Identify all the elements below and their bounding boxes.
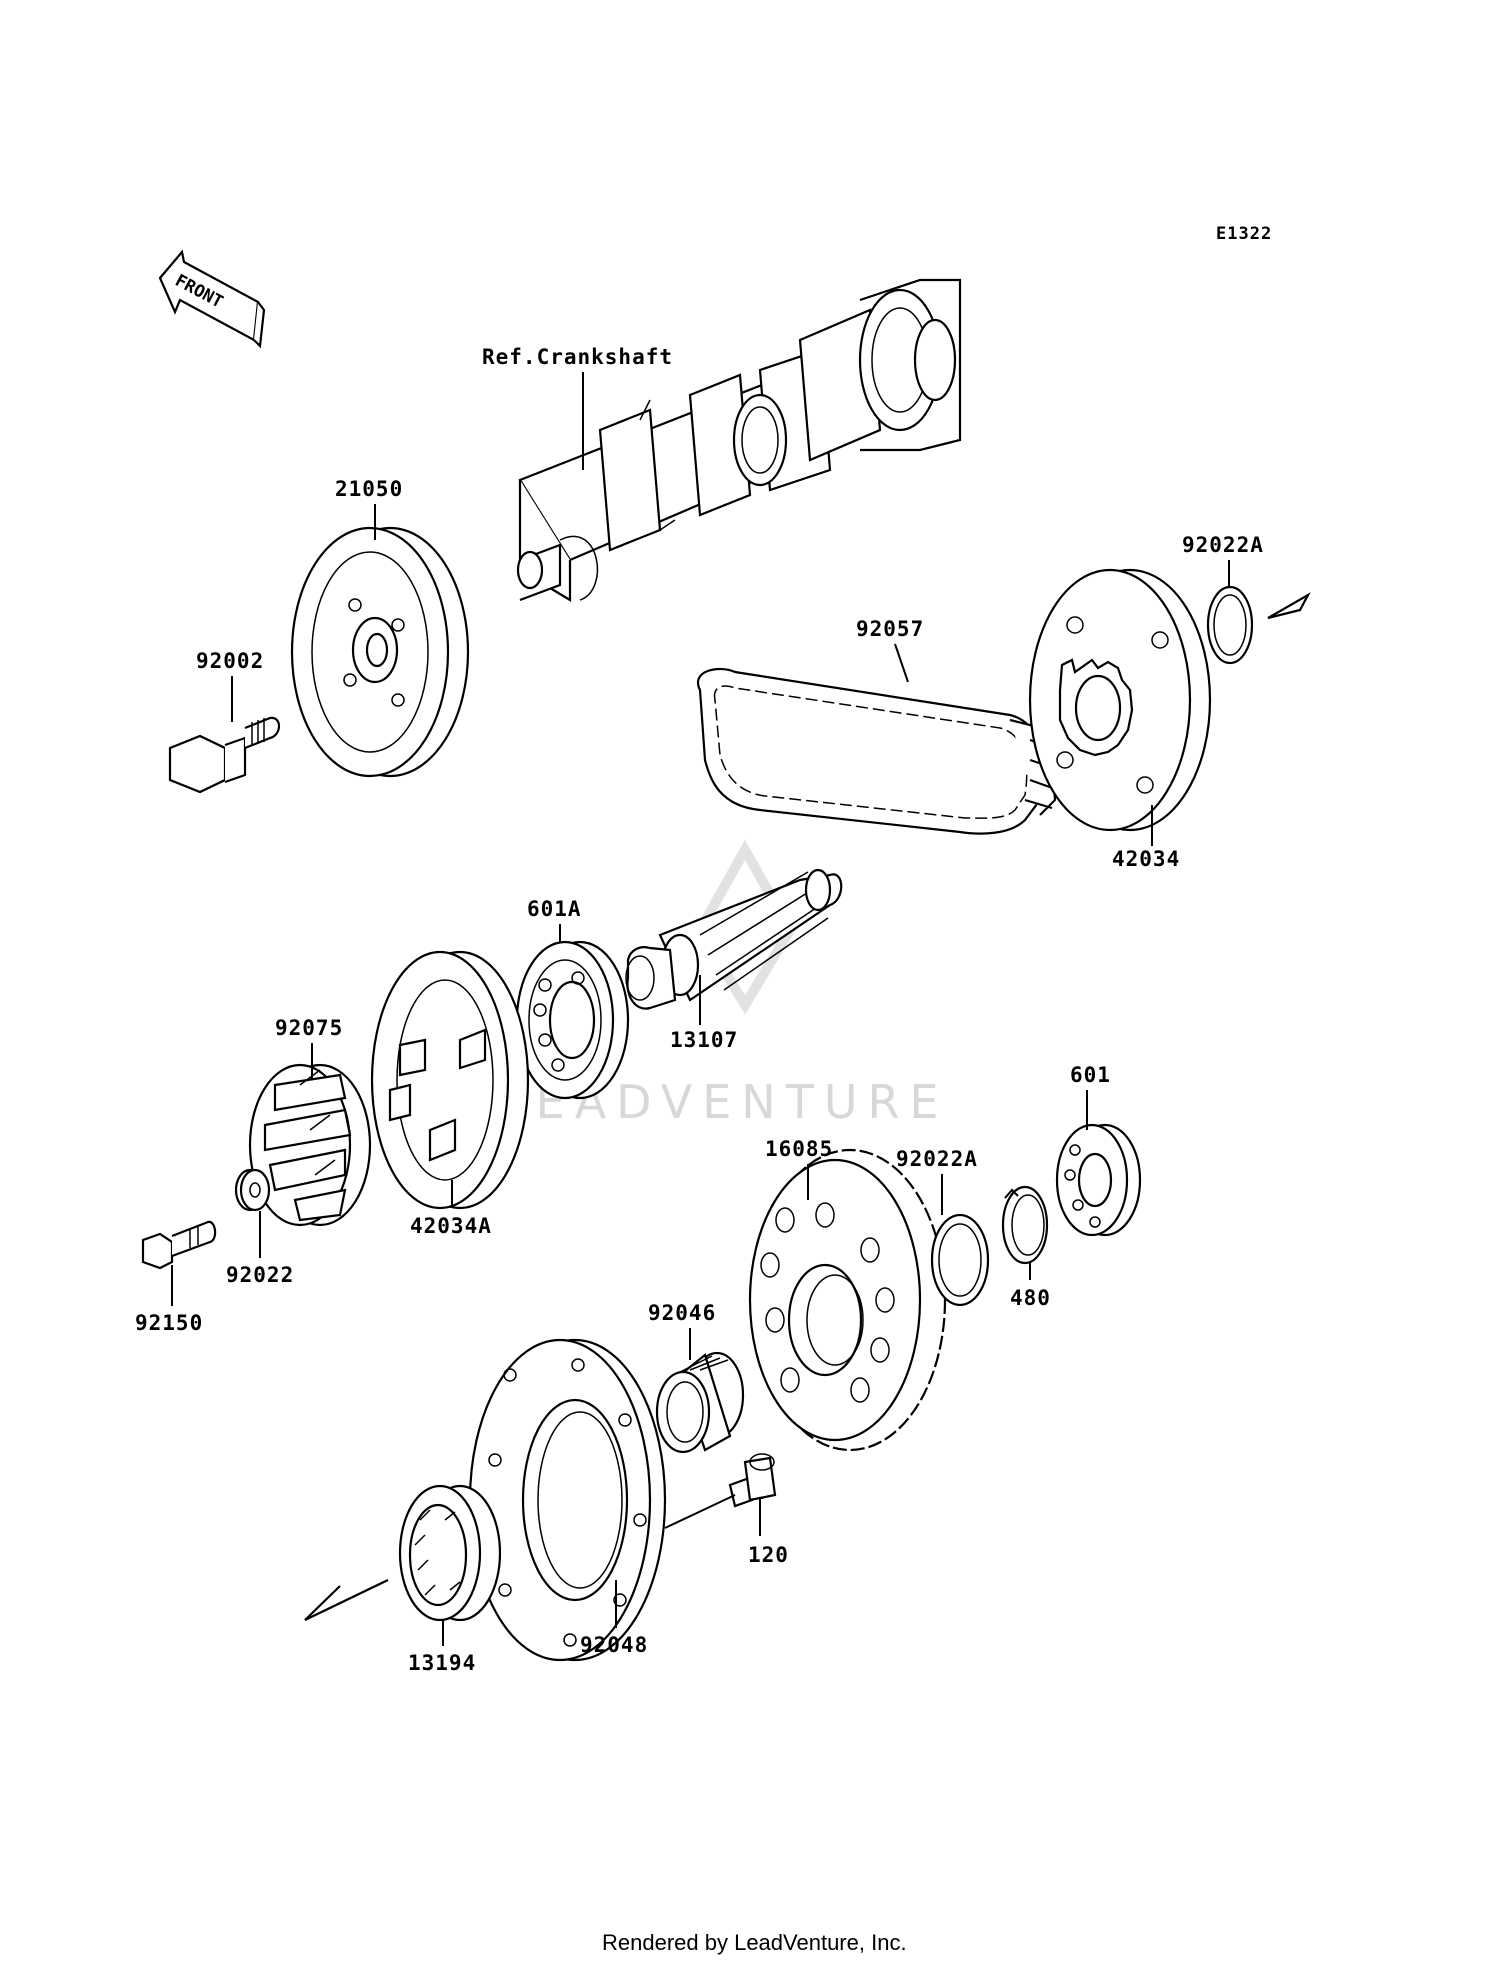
part-480-drawing xyxy=(1001,1185,1049,1265)
diagram-code: E1322 xyxy=(1216,224,1272,244)
label-92022A-top: 92022A xyxy=(1182,533,1264,557)
label-42034: 42034 xyxy=(1112,847,1180,871)
label-92022: 92022 xyxy=(226,1263,294,1287)
crankshaft-drawing xyxy=(516,278,962,602)
part-92022A-bottom-drawing xyxy=(930,1213,990,1307)
part-601-drawing xyxy=(1055,1123,1142,1237)
label-92057: 92057 xyxy=(856,617,924,641)
part-92150-drawing xyxy=(141,1220,217,1270)
part-21050-drawing xyxy=(290,526,470,778)
part-16085-drawing xyxy=(748,1148,947,1452)
part-92057-drawing xyxy=(696,668,1061,835)
label-13194: 13194 xyxy=(408,1651,476,1675)
part-42034-drawing xyxy=(1028,568,1212,832)
part-42034A-drawing xyxy=(370,950,530,1210)
label-601: 601 xyxy=(1070,1063,1111,1087)
front-arrow-icon: FRONT xyxy=(158,249,266,349)
label-92075: 92075 xyxy=(275,1016,343,1040)
label-601A: 601A xyxy=(527,897,582,921)
label-92002: 92002 xyxy=(196,649,264,673)
label-92022A-bottom: 92022A xyxy=(896,1147,978,1171)
label-92048: 92048 xyxy=(580,1633,648,1657)
part-13107-drawing xyxy=(625,868,843,1010)
part-601A-drawing xyxy=(515,940,630,1100)
label-21050: 21050 xyxy=(335,477,403,501)
part-92022-drawing xyxy=(234,1168,271,1212)
part-92022A-top-drawing xyxy=(1206,585,1311,665)
label-120: 120 xyxy=(748,1543,789,1567)
label-16085: 16085 xyxy=(765,1137,833,1161)
part-13194-drawing xyxy=(304,1484,502,1622)
part-92048-drawing xyxy=(468,1338,667,1662)
label-13107: 13107 xyxy=(670,1028,738,1052)
part-92002-drawing xyxy=(168,716,281,794)
label-ref-crankshaft: Ref.Crankshaft xyxy=(482,345,673,369)
label-42034A: 42034A xyxy=(410,1214,492,1238)
part-120-drawing xyxy=(728,1453,777,1508)
label-92150: 92150 xyxy=(135,1311,203,1335)
label-92046: 92046 xyxy=(648,1301,716,1325)
label-480: 480 xyxy=(1010,1286,1051,1310)
footer-credit: Rendered by LeadVenture, Inc. xyxy=(602,1930,907,1955)
part-92075-drawing xyxy=(248,1063,372,1227)
part-92046-drawing xyxy=(655,1351,745,1454)
